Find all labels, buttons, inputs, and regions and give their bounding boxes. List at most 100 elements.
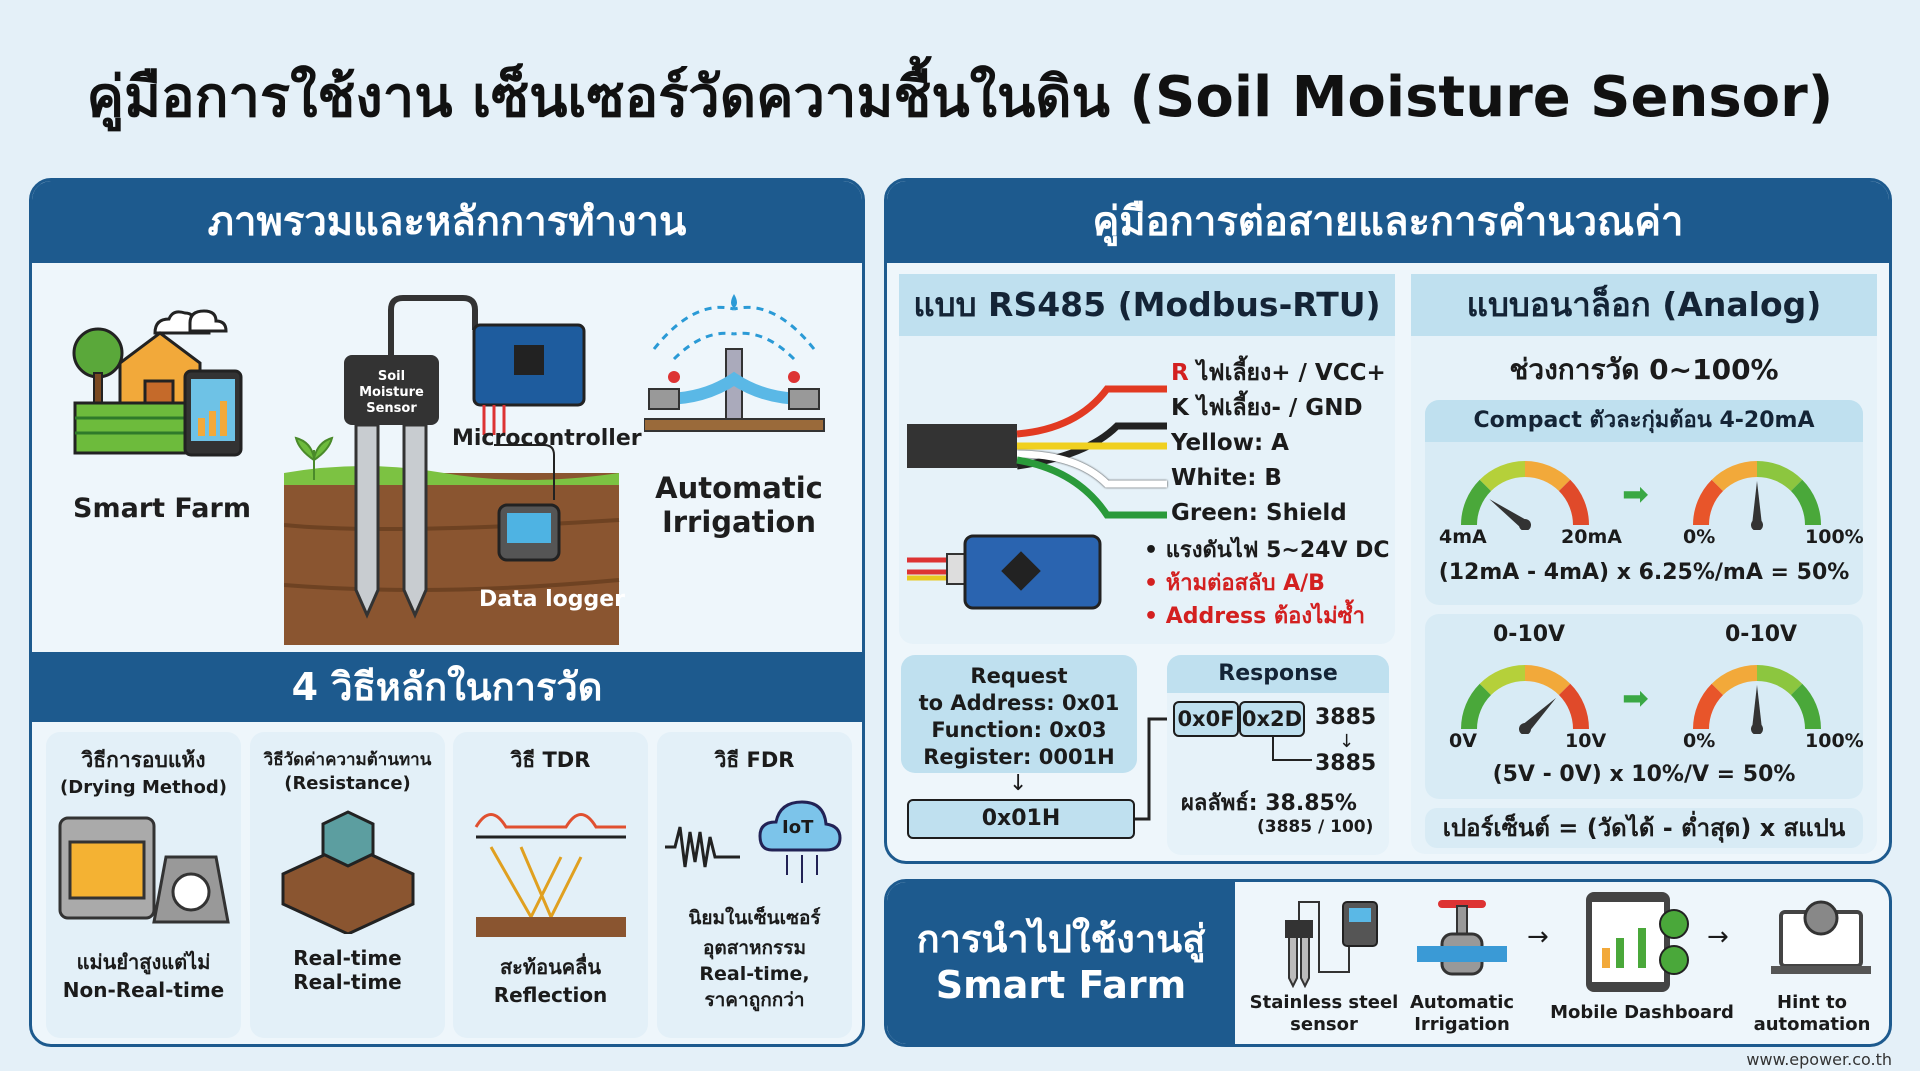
gauge-0-10v [1461, 665, 1589, 734]
wire-label-a: Yellow: A [1171, 430, 1289, 456]
gauge-min: 4mA [1439, 526, 1487, 548]
step-label-dashboard: Mobile Dashboard [1550, 1002, 1734, 1023]
voltage-label-in: 0-10V [1493, 622, 1566, 647]
method-desc: ราคาถูกกว่า [704, 989, 805, 1011]
method-subtitle: (Resistance) [284, 773, 411, 794]
gauge-needle [1521, 697, 1557, 733]
method-title: วิธีวัดค่าความต้านทาน [263, 750, 432, 770]
wire-label-shield: Green: Shield [1171, 500, 1347, 526]
sensor-diagram [284, 295, 620, 645]
gauge-segment [1790, 479, 1821, 526]
steel-sensor-icon [1285, 901, 1378, 988]
data-logger-label: Data logger [478, 587, 626, 612]
gauge-segment [1711, 665, 1758, 696]
oven-scale-icon [58, 816, 230, 924]
wire-label-gnd: K ไฟเลี้ยง- / GND [1171, 395, 1363, 421]
request-frame: 0x01H [907, 799, 1135, 839]
gauge-needle [1489, 499, 1528, 530]
microcontroller-label: Microcontroller [452, 426, 642, 451]
gauge-segment [1461, 479, 1492, 526]
irrigation-label-2: Irrigation [661, 505, 817, 539]
response-decimal: 3885 [1315, 705, 1377, 730]
gauge-segment [1756, 665, 1803, 696]
arrow-right-icon: → [1527, 922, 1549, 952]
current-header: Compact ตัวละกุ่มต้อน 4-20mA [1425, 400, 1863, 442]
method-card-tdr: วิธี TDR สะท้อนคลื่น Reflection [453, 732, 648, 1038]
gauge-segment [1558, 479, 1589, 526]
irrigation-icon [644, 294, 825, 432]
arrow-right-icon [1272, 737, 1312, 761]
iot-cloud-icon [758, 800, 842, 883]
note-ab-warning: • ห้ามต่อสลับ A/B [1144, 571, 1325, 596]
valve-icon [1417, 900, 1507, 976]
footer-url[interactable]: www.epower.co.th [1746, 1050, 1892, 1069]
response-calc: (3885 / 100) [1257, 817, 1374, 837]
request-register: Register: 0001H [923, 745, 1115, 769]
method-desc: แม่นยำสูงแต่ไม่ [76, 950, 211, 974]
wave-reflection-icon [474, 813, 626, 937]
smartfarm-panel: การนำไปใช้งานสู่ Smart Farm → → Stainles… [884, 879, 1892, 1047]
gauge-max: 20mA [1561, 526, 1622, 548]
gauge-segment [1479, 461, 1526, 492]
gauge-segment [1790, 683, 1821, 730]
wiring-header: คู่มือการต่อสายและการคำนวณค่า [887, 181, 1889, 263]
smartfarm-title-2: Smart Farm [935, 963, 1187, 1007]
note-voltage: • แรงดันไฟ 5~24V DC [1144, 538, 1390, 563]
general-formula: เปอร์เซ็นต์ = (วัดได้ - ต่ำสุด) x สแปน [1425, 808, 1863, 848]
method-desc: สะท้อนคลื่น [499, 955, 602, 979]
overview-panel: ภาพรวมและหลักการทำงาน Smart Farm Soil Mo… [29, 178, 865, 1047]
gauge-segment [1524, 665, 1571, 696]
smartfarm-title: การนำไปใช้งานสู่ Smart Farm [887, 882, 1235, 1044]
method-desc: Reflection [493, 983, 608, 1007]
gauge-max: 100% [1805, 730, 1864, 752]
smart-farm-icon [72, 309, 243, 457]
gauge-segment [1756, 461, 1803, 492]
gauge-segment [1524, 461, 1571, 492]
request-function: Function: 0x03 [931, 718, 1107, 742]
gauge-percent-1 [1693, 461, 1821, 530]
gauge-hub [1519, 723, 1531, 734]
method-subtitle: (Drying Method) [60, 777, 227, 798]
gauge-hub [1751, 723, 1763, 734]
gauge-segment [1711, 461, 1758, 492]
methods-header: 4 วิธีหลักในการวัด [32, 652, 862, 722]
method-card-drying: วิธีการอบแห้ง (Drying Method) แม่นยำสูงแ… [46, 732, 241, 1038]
analog-header: แบบอนาล็อก (Analog) [1411, 274, 1877, 336]
analog-panel: แบบอนาล็อก (Analog) ช่วงการวัด 0~100% Co… [1411, 274, 1877, 854]
frequency-wave-icon [665, 826, 740, 868]
response-decimal-2: 3885 [1315, 751, 1377, 776]
method-title: วิธี FDR [714, 748, 795, 772]
note-address-warning: • Address ต้องไม่ซ้ำ [1144, 604, 1365, 629]
method-title: วิธี TDR [510, 748, 591, 772]
gauge-hub [1751, 519, 1763, 530]
request-box: Request to Address: 0x01 Function: 0x03 … [901, 655, 1137, 773]
rs485-cable-icon [907, 385, 1167, 519]
page-title: คู่มือการใช้งาน เซ็นเซอร์วัดความชื้นในดิ… [86, 65, 1834, 130]
rs485-notes: • แรงดันไฟ 5~24V DC • ห้ามต่อสลับ A/B • … [1144, 534, 1390, 633]
method-desc: Real-time, [699, 963, 810, 985]
smart-farm-label: Smart Farm [73, 493, 251, 524]
module-board-icon [907, 534, 1102, 610]
gauge-segment [1693, 683, 1724, 730]
response-box: Response 0x0F 0x2D 3885 ↓ 3885 ผลลัพธ์: … [1167, 655, 1389, 855]
voltage-section: 0-10V 0-10V ➡ 0V 10V 0% 100% (5V - 0V) x… [1425, 614, 1864, 799]
irrigation-label-1: Automatic [655, 471, 823, 505]
method-desc: นิยมในเซ็นเซอร์ [688, 907, 821, 929]
arrow-right-green-icon: ➡ [1622, 475, 1649, 513]
gauge-min: 0% [1683, 526, 1716, 548]
response-result: ผลลัพธ์: 38.85% [1181, 791, 1357, 816]
sensor-label: Soil Moisture Sensor [359, 369, 424, 416]
method-card-fdr: วิธี FDR IoT นิยมในเซ็นเซอร์ อุตสาหกรรม … [657, 732, 852, 1038]
automation-laptop-icon [1771, 900, 1871, 974]
rs485-panel: แบบ RS485 (Modbus-RTU) R ไฟเลี้ยง+ / VCC… [899, 274, 1395, 644]
gauge-percent-2 [1693, 665, 1821, 734]
gauge-segment [1461, 683, 1492, 730]
request-title: Request [970, 664, 1068, 688]
gauge-segment [1558, 683, 1589, 730]
method-desc: Non-Real-time [62, 978, 225, 1002]
method-title: วิธีการอบแห้ง [81, 748, 206, 772]
gauge-segment [1693, 479, 1724, 526]
method-card-resistance: วิธีวัดค่าความต้านทาน (Resistance) Real-… [250, 732, 445, 1038]
